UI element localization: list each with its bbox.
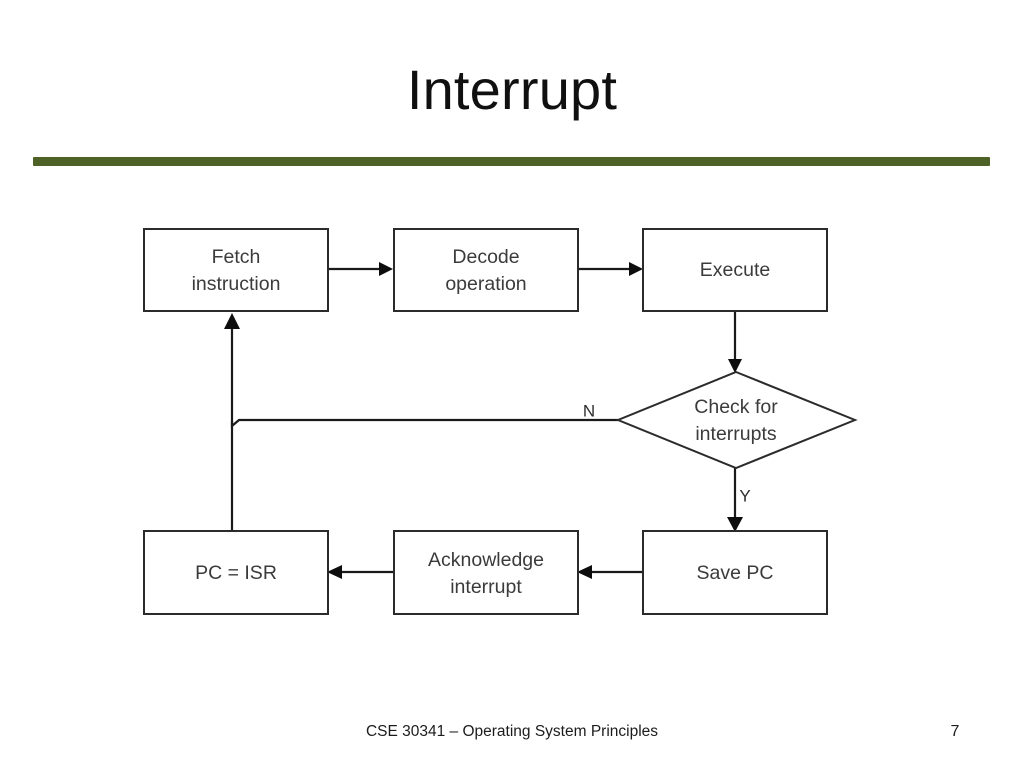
page-title: Interrupt <box>406 58 618 121</box>
node-pc-equals-isr[interactable]: PC = ISR <box>143 530 329 615</box>
arrowhead-down-icon <box>728 359 742 373</box>
arrowhead-up-icon <box>224 313 240 329</box>
flowchart-nodes: Fetch instruction Decode operation Execu… <box>143 228 858 615</box>
node-acknowledge-interrupt[interactable]: Acknowledge interrupt <box>393 530 579 615</box>
node-label-line: interrupts <box>695 423 777 445</box>
edge-decode-to-execute <box>578 262 643 276</box>
edge-acknowledge-to-pc-isr <box>327 565 394 579</box>
arrowhead-left-icon <box>577 565 592 579</box>
edge-fetch-to-decode <box>328 262 393 276</box>
node-save-pc[interactable]: Save PC <box>642 530 828 615</box>
node-decode-operation[interactable]: Decode operation <box>393 228 579 312</box>
node-label-line: instruction <box>192 273 281 295</box>
decision-diamond-shape <box>615 370 858 470</box>
footer-page-number: 7 <box>950 723 960 740</box>
node-label-line: Acknowledge <box>428 549 544 571</box>
edge-execute-to-check <box>728 311 742 373</box>
node-check-for-interrupts[interactable]: Check for interrupts <box>615 370 858 470</box>
arrowhead-down-icon <box>727 517 743 532</box>
node-label-line: Fetch <box>212 246 261 268</box>
arrowhead-right-icon <box>629 262 643 276</box>
edge-label-yes: Y <box>739 486 750 505</box>
node-label-line: Decode <box>452 246 519 268</box>
arrowhead-left-icon <box>327 565 342 579</box>
node-label-line: Execute <box>700 259 770 281</box>
node-label-line: interrupt <box>450 576 522 598</box>
node-execute[interactable]: Execute <box>642 228 828 312</box>
edge-check-no-to-fetch: N <box>224 313 618 429</box>
node-fetch-instruction[interactable]: Fetch instruction <box>143 228 329 312</box>
node-label-line: Check for <box>694 396 778 418</box>
edge-label-no: N <box>583 401 595 420</box>
title-divider-rule <box>33 157 990 166</box>
node-label-line: operation <box>445 273 526 295</box>
node-label-line: PC = ISR <box>195 562 277 584</box>
footer-course-label: CSE 30341 – Operating System Principles <box>365 723 659 740</box>
interrupt-flowchart: Y N <box>0 180 1024 660</box>
node-label-line: Save PC <box>697 562 774 584</box>
edge-save-pc-to-acknowledge <box>577 565 643 579</box>
edge-check-yes-to-save-pc: Y <box>727 468 751 532</box>
arrowhead-right-icon <box>379 262 393 276</box>
flowchart-edges: Y N <box>224 262 751 579</box>
